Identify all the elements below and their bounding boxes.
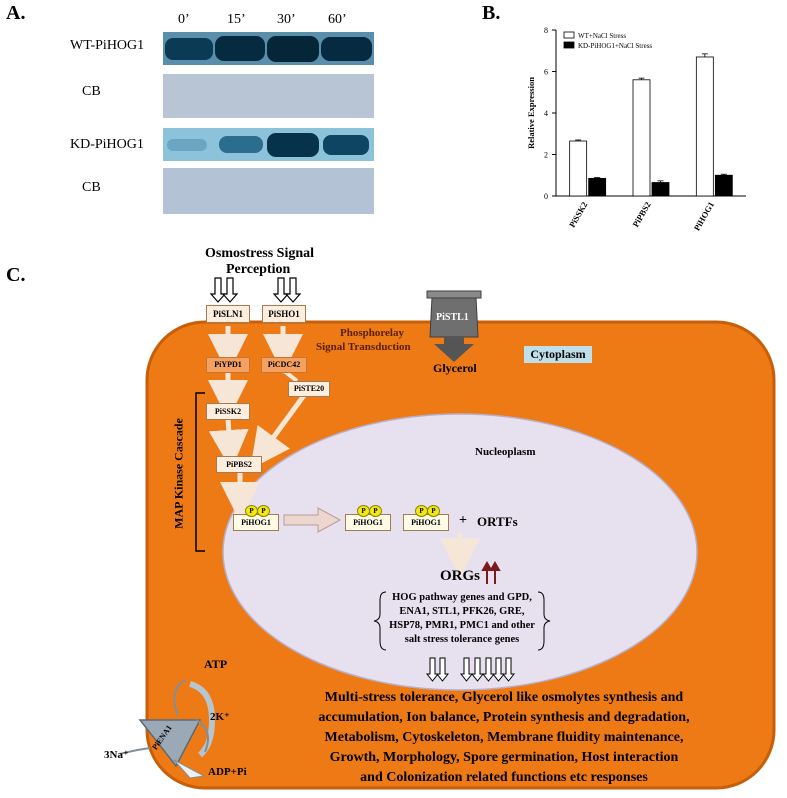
mapk-bracket bbox=[195, 392, 205, 552]
panel-b-letter: B. bbox=[482, 2, 501, 24]
band-kd-60 bbox=[323, 135, 369, 155]
time-label-30: 30’ bbox=[277, 12, 296, 27]
legend-label-1: KD-PiHOG1+NaCl Stress bbox=[578, 42, 652, 50]
mapk-label: MAP Kinase Cascade bbox=[171, 418, 186, 529]
box-pihog1-cyto: PiHOG1 bbox=[233, 514, 279, 531]
output-arrows bbox=[425, 657, 516, 682]
responses-line-3: Metabolism, Cytoskeleton, Membrane fluid… bbox=[324, 730, 684, 745]
blot-label-wt: WT-PiHOG1 bbox=[70, 38, 145, 53]
blot-cb-2 bbox=[163, 168, 374, 214]
band-wt-0 bbox=[165, 38, 213, 60]
perception-title: Perception bbox=[226, 262, 291, 277]
glycerol-label: Glycerol bbox=[433, 361, 477, 375]
panel-a-letter: A. bbox=[6, 2, 26, 24]
legend-swatch-1 bbox=[563, 41, 575, 49]
time-label-60: 60’ bbox=[328, 12, 347, 27]
phosphorelay-label-2: Signal Transduction bbox=[316, 341, 411, 353]
box-pihog1-nuc-2: PiHOG1 bbox=[403, 514, 449, 531]
genes-line-3: HSP78, PMR1, PMC1 and other bbox=[389, 620, 535, 631]
blot-cb-1 bbox=[163, 74, 374, 118]
pathway-arrows bbox=[208, 326, 480, 578]
box-pipbs2: PiPBS2 bbox=[216, 456, 262, 473]
responses-line-1: Multi-stress tolerance, Glycerol like os… bbox=[324, 690, 684, 705]
y-tick-label: 2 bbox=[544, 151, 548, 160]
atp-label: ATP bbox=[204, 657, 228, 671]
box-picdc42: PiCDC42 bbox=[261, 357, 307, 373]
box-pihog1-nuc-1: PiHOG1 bbox=[345, 514, 391, 531]
phospho-1b: P bbox=[257, 505, 270, 517]
ortfs-label: ORTFs bbox=[477, 514, 518, 529]
blot-kd-pihog1 bbox=[163, 128, 374, 161]
phospho-3b: P bbox=[427, 505, 440, 517]
genes-brace-left bbox=[373, 591, 387, 651]
band-kd-30 bbox=[267, 133, 319, 157]
genes-line-4: salt stress tolerance genes bbox=[404, 634, 520, 645]
y-axis-label: Relative Expression bbox=[526, 77, 536, 149]
blot-wt-pihog1 bbox=[163, 32, 374, 65]
y-tick-label: 0 bbox=[544, 192, 548, 201]
legend-swatch-0 bbox=[563, 31, 575, 39]
genes-line-2: ENA1, STL1, PFK26, GRE, bbox=[399, 606, 525, 617]
y-tick-label: 4 bbox=[544, 109, 548, 118]
legend-label-0: WT+NaCl Stress bbox=[578, 32, 626, 40]
pump-diagram bbox=[119, 679, 216, 779]
genes-line-1: HOG pathway genes and GPD, bbox=[392, 592, 532, 603]
nucleoplasm-label: Nucleoplasm bbox=[475, 446, 536, 458]
orgs-up-arrows bbox=[481, 560, 501, 584]
box-pissk2: PiSSK2 bbox=[206, 403, 250, 420]
y-tick-label: 6 bbox=[544, 68, 548, 77]
na-label: 3Na⁺ bbox=[104, 749, 129, 761]
band-wt-60 bbox=[321, 37, 372, 61]
box-pisho1: PiSHO1 bbox=[262, 305, 306, 323]
adp-label: ADP+Pi bbox=[208, 766, 247, 778]
panel-c-letter: C. bbox=[6, 264, 26, 286]
band-kd-0 bbox=[167, 139, 207, 151]
ena1-pump bbox=[138, 719, 202, 768]
responses-line-4: Growth, Morphology, Spore germination, H… bbox=[329, 750, 679, 765]
box-piypd1: PiYPD1 bbox=[206, 357, 250, 373]
band-wt-30 bbox=[267, 36, 319, 62]
box-pisln1: PiSLN1 bbox=[206, 305, 250, 323]
blot-kd-bands bbox=[163, 128, 374, 161]
k-label: 2K⁺ bbox=[210, 711, 230, 723]
time-label-15: 15’ bbox=[227, 12, 246, 27]
pistl1-label: PiSTL1 bbox=[436, 312, 469, 323]
phospho-2b: P bbox=[369, 505, 382, 517]
hog1-translocation-arrow bbox=[283, 507, 342, 533]
orgs-label: ORGs bbox=[440, 568, 481, 584]
genes-brace-right bbox=[537, 591, 551, 651]
osmostress-arrows bbox=[209, 277, 302, 303]
y-tick-label: 8 bbox=[544, 26, 548, 35]
band-wt-15 bbox=[215, 36, 265, 61]
phospho-2a: P bbox=[357, 505, 370, 517]
blot-label-cb-1: CB bbox=[82, 84, 101, 99]
blot-wt-bands bbox=[163, 32, 374, 65]
blot-label-cb-2: CB bbox=[82, 180, 101, 195]
plus-sign: + bbox=[459, 513, 467, 528]
responses-line-5: and Colonization related functions etc r… bbox=[360, 770, 648, 785]
responses-line-2: accumulation, Ion balance, Protein synth… bbox=[318, 710, 690, 725]
blot-label-kd: KD-PiHOG1 bbox=[70, 137, 144, 152]
bar-PiPBS2-0 bbox=[632, 79, 651, 197]
box-piste20: PiSTE20 bbox=[288, 381, 330, 397]
osmostress-title: Osmostress Signal bbox=[205, 246, 315, 261]
band-kd-15 bbox=[219, 136, 263, 153]
pistl1-channel bbox=[426, 290, 482, 362]
phosphorelay-label-1: Phosphorelay bbox=[340, 327, 404, 339]
cytoplasm-label: Cytoplasm bbox=[524, 346, 592, 363]
time-label-0: 0’ bbox=[178, 12, 190, 27]
